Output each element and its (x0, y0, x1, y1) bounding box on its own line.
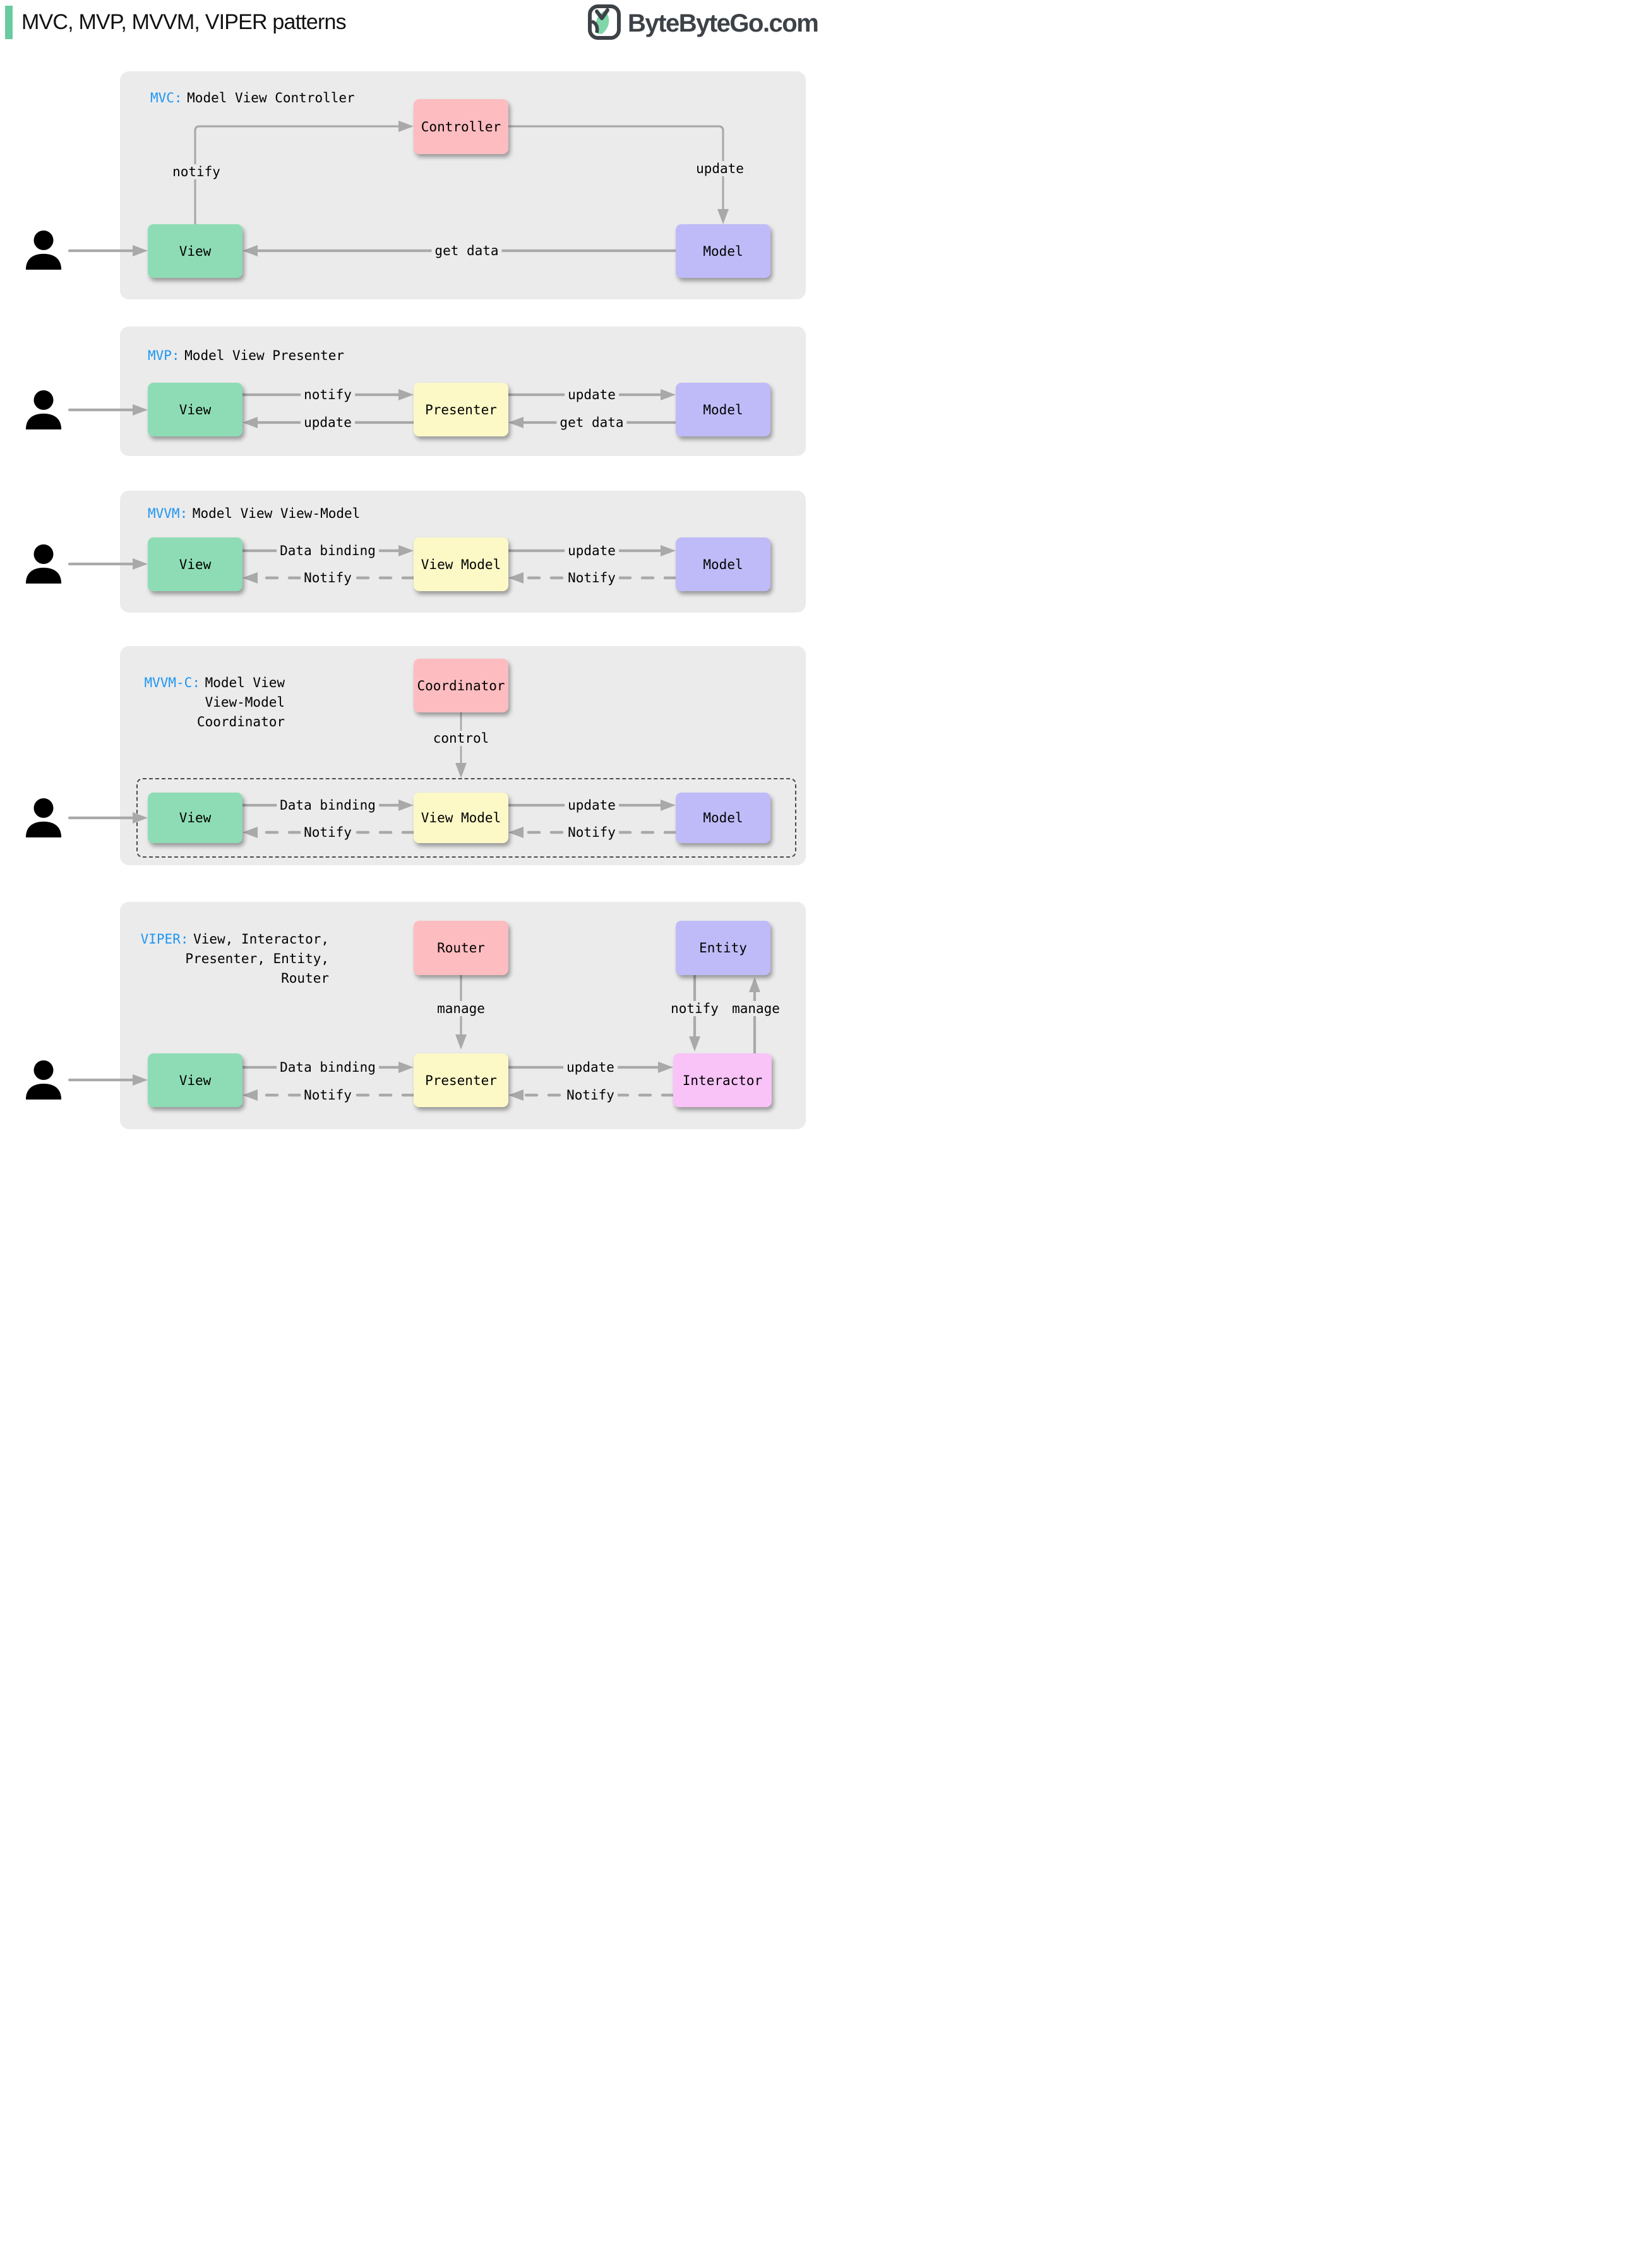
mvvmc-coordinator-box: Coordinator (414, 659, 508, 712)
bytebytego-icon (587, 4, 623, 43)
mvvm-update-label: update (565, 543, 619, 558)
mvvmc-model-box: Model (676, 793, 770, 843)
mvp-view-box: View (148, 383, 242, 436)
user-icon (24, 230, 63, 273)
mvvmc-tag: MVVM-C: (144, 675, 200, 690)
mvvmc-data-binding-label: Data binding (277, 798, 379, 813)
diagram-canvas: MVC, MVP, MVVM, VIPER patterns ByteByteG… (0, 0, 826, 1133)
page-title: MVC, MVP, MVVM, VIPER patterns (21, 10, 347, 34)
brand-logo: ByteByteGo.com (587, 4, 819, 43)
user-icon (24, 1060, 63, 1103)
viper-view-box: View (148, 1053, 242, 1107)
mvc-tag: MVC: (150, 90, 183, 105)
mvp-tag: MVP: (148, 348, 180, 363)
viper-manage-entity-label: manage (729, 1001, 783, 1016)
user-icon (24, 390, 63, 433)
mvvmc-control-label: control (429, 731, 493, 746)
mvvm-title: MVVM:Model View View-Model (148, 506, 361, 521)
mvvmc-update-label: update (565, 798, 619, 813)
mvvm-notify-vm-label: Notify (565, 570, 619, 585)
viper-notify-view-label: Notify (301, 1088, 355, 1103)
mvvmc-notify-view-label: Notify (301, 825, 355, 840)
mvp-title: MVP:Model View Presenter (148, 348, 345, 363)
brand-name: ByteByteGo.com (628, 9, 819, 37)
viper-manage-router-label: manage (434, 1001, 488, 1016)
mvvm-notify-view-label: Notify (301, 570, 355, 585)
mvp-model-box: Model (676, 383, 770, 436)
viper-entity-box: Entity (676, 921, 770, 975)
viper-interactor-box: Interactor (673, 1053, 772, 1107)
viper-router-box: Router (414, 921, 508, 975)
mvvm-model-box: Model (676, 537, 770, 591)
viper-tag: VIPER: (140, 932, 189, 947)
mvp-notify-label: notify (301, 387, 355, 402)
viper-update-label: update (563, 1060, 618, 1075)
mvvm-data-binding-label: Data binding (277, 543, 379, 558)
mvvm-tag: MVVM: (148, 506, 188, 521)
mvvmc-view-model-box: View Model (414, 793, 508, 843)
mvc-title: MVC:Model View Controller (150, 90, 355, 105)
mvp-update-to-model-label: update (565, 387, 619, 402)
mvvmc-view-box: View (148, 793, 242, 843)
viper-notify-entity-label: notify (667, 1001, 722, 1016)
mvvm-view-box: View (148, 537, 242, 591)
mvc-update-label: update (693, 161, 747, 176)
viper-title: VIPER:View, Interactor, Presenter, Entit… (140, 932, 329, 986)
mvc-controller-box: Controller (414, 99, 508, 154)
mvc-get-data-label: get data (431, 243, 502, 258)
mvc-view-box: View (148, 224, 242, 278)
mvp-update-to-view-label: update (301, 415, 355, 430)
user-icon (24, 544, 63, 587)
viper-notify-presenter-label: Notify (563, 1088, 618, 1103)
mvc-model-box: Model (676, 224, 770, 278)
viper-data-binding-label: Data binding (277, 1060, 379, 1075)
mvvmc-title: MVVM-C:Model View View-Model Coordinator (144, 675, 285, 729)
user-icon (24, 798, 63, 841)
mvvm-view-model-box: View Model (414, 537, 508, 591)
mvc-notify-label: notify (169, 164, 224, 179)
mvp-get-data-label: get data (556, 415, 627, 430)
viper-presenter-box: Presenter (414, 1053, 508, 1107)
mvp-presenter-box: Presenter (414, 383, 508, 436)
title-accent-bar (5, 6, 13, 39)
mvvmc-notify-vm-label: Notify (565, 825, 619, 840)
